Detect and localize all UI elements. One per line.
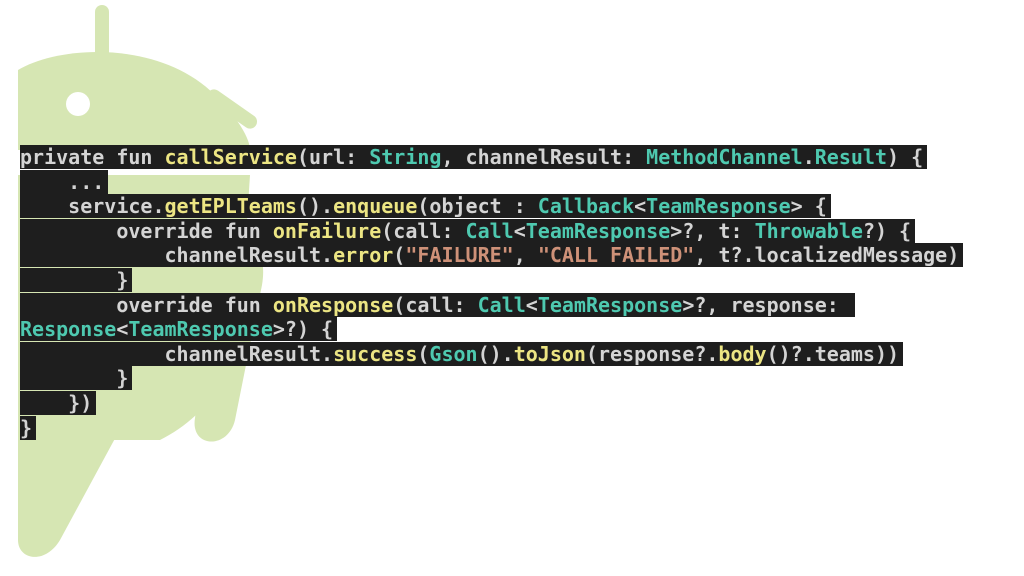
code-token: getEPLTeams — [164, 194, 297, 219]
code-line-text: } — [20, 267, 133, 292]
code-token: TeamResponse — [128, 317, 273, 342]
code-token: success — [333, 341, 418, 366]
code-token: (response?. — [585, 341, 719, 366]
code-token: > { — [790, 194, 827, 219]
code-token: } — [20, 366, 129, 391]
code-token: < — [116, 317, 129, 342]
code-token: >?, response: — [682, 292, 851, 317]
code-token: onFailure — [272, 218, 382, 243]
code-token: channelResult. — [20, 341, 334, 366]
code-token: MethodChannel — [646, 145, 803, 169]
code-line: override fun onResponse(call: Call<TeamR… — [20, 292, 963, 318]
code-token: >?) { — [272, 317, 334, 342]
code-token: onResponse — [272, 292, 394, 317]
code-line-text: channelResult.error("FAILURE", "CALL FAI… — [20, 243, 964, 268]
code-token: toJson — [513, 341, 586, 366]
code-token: ?) { — [862, 218, 912, 243]
code-token: (call: — [393, 292, 478, 317]
code-token: (). — [296, 194, 334, 219]
code-token: ()?.teams)) — [766, 341, 900, 366]
code-token: Response — [20, 317, 117, 342]
code-line-text: Response<TeamResponse>?) { — [20, 317, 338, 342]
code-line-text: }) — [20, 390, 97, 415]
code-token: TeamResponse — [525, 218, 671, 243]
code-token: override fun — [20, 292, 273, 317]
code-line-text: override fun onFailure(call: Call<TeamRe… — [20, 218, 916, 243]
code-token: (call: — [381, 218, 466, 243]
code-token: enqueue — [333, 194, 418, 219]
code-line-text: } — [20, 366, 133, 391]
code-token: (). — [477, 341, 514, 366]
code-token: . — [802, 145, 815, 169]
code-token: "CALL FAILED" — [537, 243, 695, 268]
code-token: }) — [20, 390, 93, 415]
code-token: } — [20, 267, 129, 292]
code-token: channelResult. — [20, 243, 334, 268]
code-line: ... — [20, 169, 963, 195]
code-token: error — [333, 243, 394, 268]
code-line-text: ... — [20, 169, 109, 194]
code-line: service.getEPLTeams().enqueue(object : C… — [20, 194, 963, 219]
code-line: Response<TeamResponse>?) { — [20, 317, 963, 342]
code-snippet: private fun callService(url: String, cha… — [20, 145, 964, 441]
code-line-text: channelResult.success(Gson().toJson(resp… — [20, 341, 904, 366]
code-token: Call — [465, 218, 514, 243]
code-token: , — [513, 243, 538, 268]
code-token: , t?.localizedMessage) — [694, 243, 960, 268]
code-token: TeamResponse — [537, 292, 683, 317]
code-token: (url: — [296, 145, 370, 169]
code-line-text: private fun callService(url: String, cha… — [20, 145, 928, 169]
code-line: } — [20, 267, 963, 293]
code-line-text: service.getEPLTeams().enqueue(object : C… — [20, 194, 831, 219]
code-token: String — [369, 145, 442, 169]
code-token: < — [525, 292, 538, 317]
code-line: }) — [20, 390, 963, 416]
code-token: ... — [20, 169, 105, 194]
code-token: private fun — [20, 145, 165, 169]
code-line: private fun callService(url: String, cha… — [20, 145, 963, 170]
code-token: >?, t: — [670, 218, 755, 243]
code-token: Gson — [429, 341, 478, 366]
code-token: } — [20, 415, 33, 440]
code-token: override fun — [20, 218, 273, 243]
code-token: Callback — [537, 194, 635, 219]
code-token: ) { — [887, 145, 924, 169]
code-token: Throwable — [754, 218, 863, 243]
code-line: override fun onFailure(call: Call<TeamRe… — [20, 218, 963, 244]
code-line: } — [20, 366, 963, 391]
code-token: ( — [393, 243, 406, 268]
code-line: channelResult.success(Gson().toJson(resp… — [20, 341, 963, 367]
code-line: } — [20, 415, 963, 441]
code-token: TeamResponse — [646, 194, 791, 219]
code-token: callService — [164, 145, 297, 169]
code-token: ( — [417, 341, 430, 366]
code-token: body — [718, 341, 767, 366]
code-line-text: override fun onResponse(call: Call<TeamR… — [20, 292, 855, 317]
code-token: service. — [20, 194, 165, 219]
code-token: < — [513, 218, 526, 243]
code-line: channelResult.error("FAILURE", "CALL FAI… — [20, 243, 964, 268]
code-token: < — [634, 194, 647, 219]
code-token: "FAILURE" — [405, 243, 514, 268]
code-token: (object : — [417, 194, 538, 219]
code-token: , channelResult: — [441, 145, 647, 169]
code-line-text: } — [20, 415, 37, 440]
code-token: Call — [477, 292, 526, 317]
code-token: Result — [814, 145, 887, 169]
